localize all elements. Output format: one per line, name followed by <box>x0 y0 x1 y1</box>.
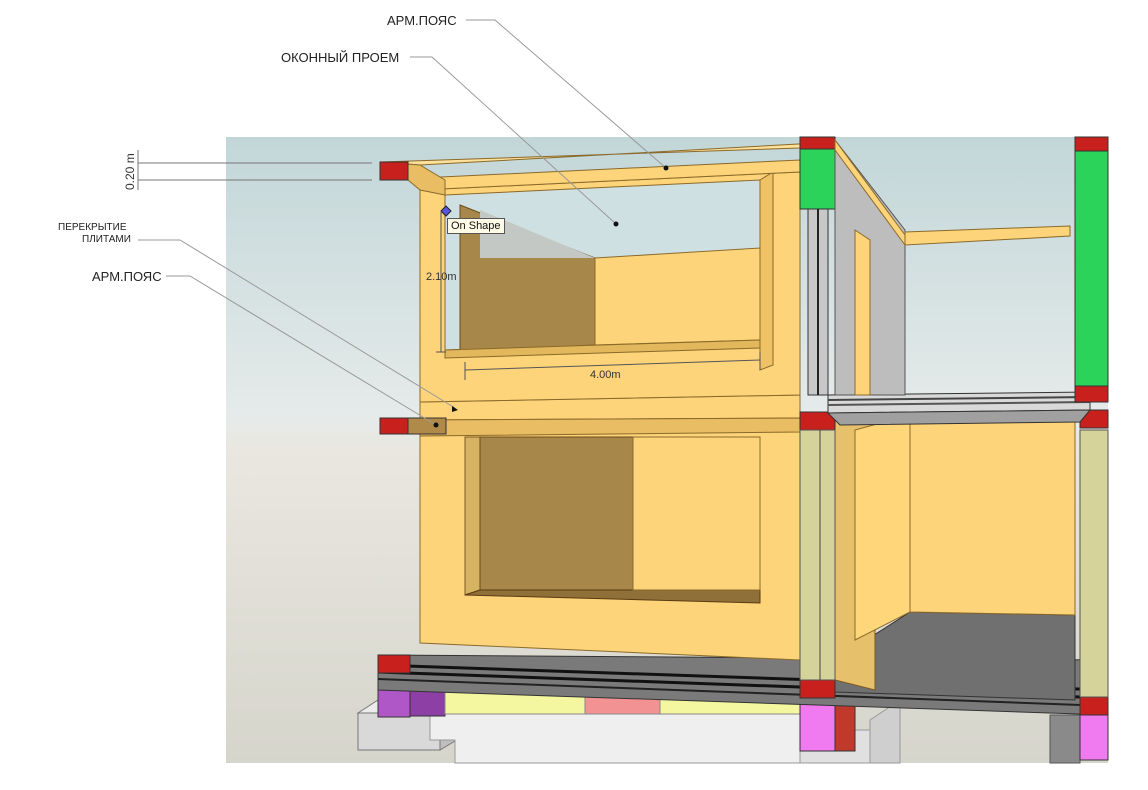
upper-floor-wall <box>419 171 801 403</box>
slab-label-line1: ПЕРЕКРЫТИЕ <box>58 222 127 233</box>
leader-lines <box>138 19 667 426</box>
far-right-column <box>1074 136 1109 403</box>
beam-height-dimension <box>137 150 372 190</box>
slab-arrow <box>452 406 458 412</box>
window-height-dimension <box>436 212 446 353</box>
window-width-value: 4.00m <box>590 369 621 381</box>
window-height-value: 2.10m <box>426 271 457 283</box>
top-ring-beam <box>379 141 836 196</box>
window-width-dimension <box>464 352 761 380</box>
floor-slab <box>379 391 1109 437</box>
arm-poyas-top-label: АРМ.ПОЯС <box>387 13 457 28</box>
slab-label-line2: ПЛИТАМИ <box>82 234 131 245</box>
on-shape-tooltip: On Shape <box>447 218 505 234</box>
right-column <box>799 136 1071 681</box>
ground-floor-right <box>834 414 1109 698</box>
window-opening-label: ОКОННЫЙ ПРОЕМ <box>281 50 400 65</box>
beam-height-value: 0.20 m <box>123 153 137 190</box>
snap-marker-icon <box>440 205 452 217</box>
leader-dots <box>433 165 669 428</box>
ground-floor-wall <box>419 431 801 661</box>
arm-poyas-mid-label: АРМ.ПОЯС <box>92 269 162 284</box>
ground-floor-plate <box>834 611 1076 701</box>
